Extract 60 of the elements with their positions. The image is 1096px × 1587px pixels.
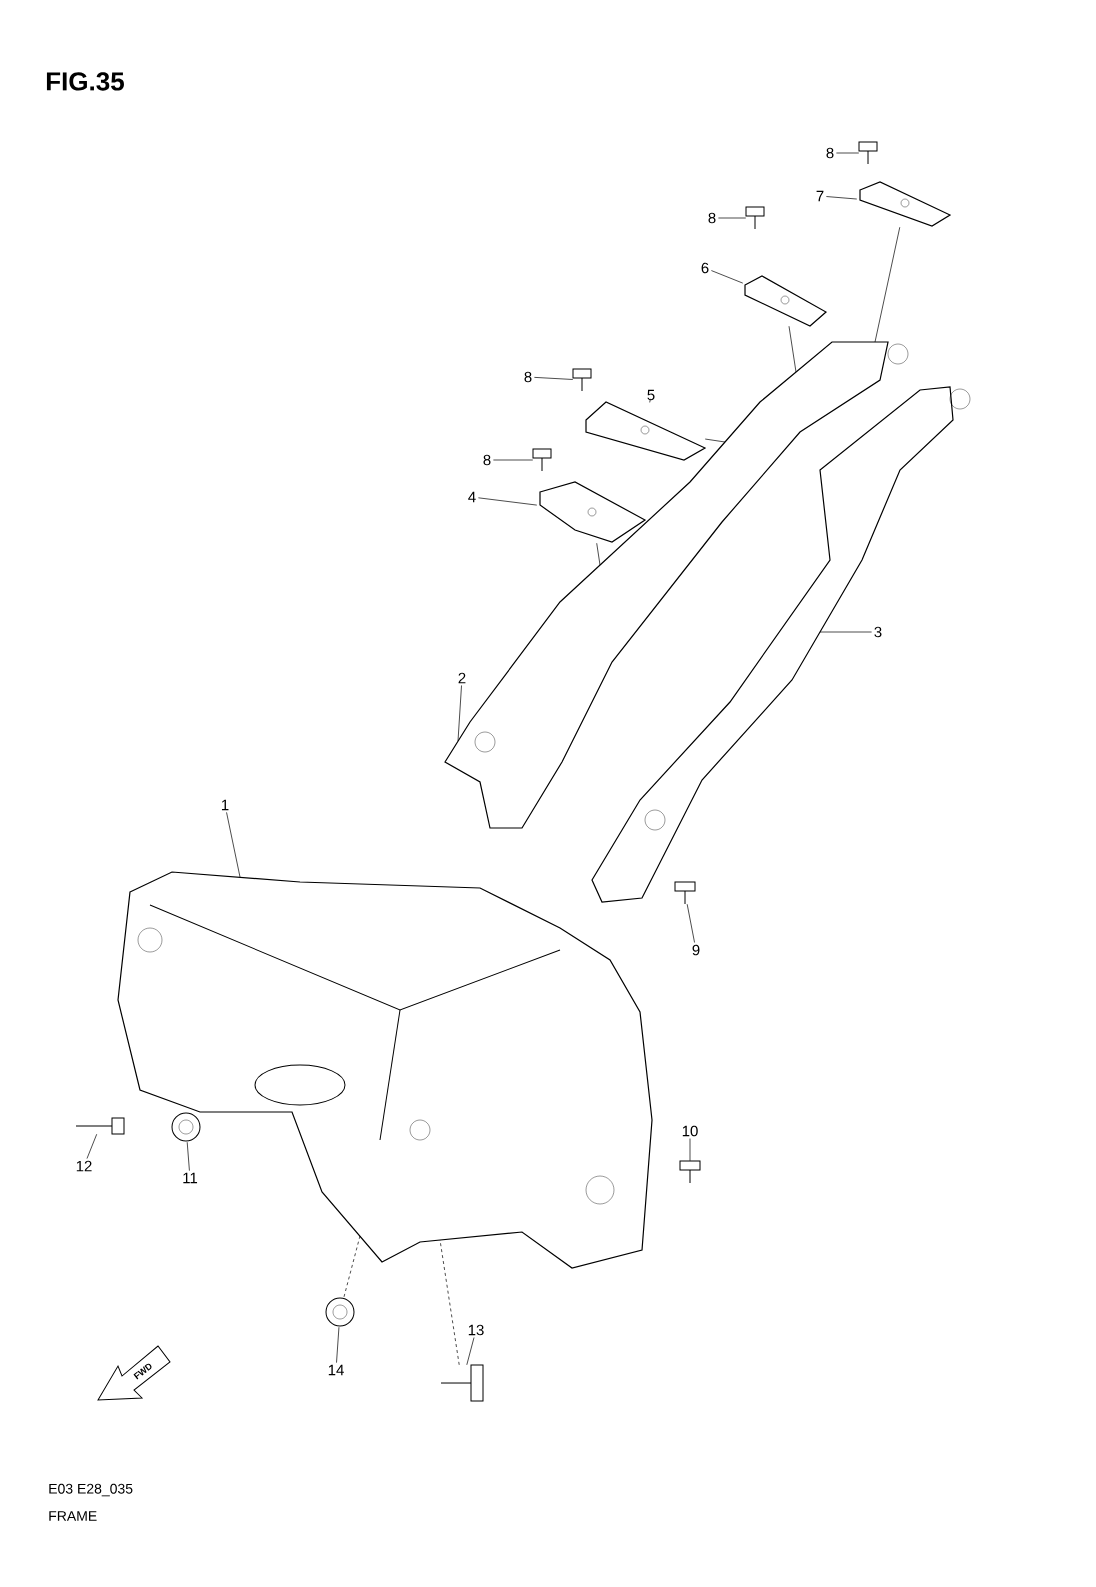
bolt-drawing (75, 1117, 125, 1135)
assembly-line (704, 438, 726, 443)
assembly-line (439, 1239, 460, 1366)
leader-line (478, 497, 538, 506)
assembly-line (788, 325, 797, 373)
callout-number: 10 (682, 1125, 698, 1137)
bolt-drawing (532, 448, 552, 472)
callout-number: 11 (183, 1172, 198, 1184)
leader-line (826, 196, 858, 200)
callout-number: 14 (328, 1364, 344, 1376)
callout-number: 8 (524, 371, 532, 383)
leader-line (226, 812, 241, 878)
callout-number: 13 (468, 1324, 484, 1336)
leader-line (86, 1133, 98, 1159)
leader-line (711, 270, 744, 284)
washer-drawing (325, 1297, 355, 1327)
drawing-name: FRAME (49, 1511, 97, 1521)
leader-line (819, 631, 872, 633)
bolt-drawing (679, 1160, 701, 1184)
bracket-plate-drawing (539, 481, 647, 543)
collar-drawing (171, 1112, 201, 1142)
callout-number: 7 (816, 190, 824, 202)
bracket-plate-drawing (744, 275, 828, 327)
bracket-plate-drawing (585, 401, 707, 461)
callout-number: 3 (874, 626, 882, 638)
assembly-line (596, 542, 601, 566)
bolt-drawing (440, 1364, 484, 1402)
leader-line (466, 1337, 475, 1366)
leader-line (689, 1138, 691, 1162)
callout-number: 1 (222, 799, 229, 811)
figure-title: FIG.35 (46, 72, 124, 91)
frame-drawing (444, 341, 909, 829)
callout-number: 9 (692, 944, 700, 956)
assembly-line (874, 226, 901, 343)
callout-number: 8 (708, 212, 716, 224)
callout-number: 4 (468, 491, 476, 503)
callout-number: 12 (76, 1160, 92, 1172)
bolt-drawing (858, 141, 878, 165)
leader-line (686, 903, 695, 943)
callout-number: 8 (483, 454, 491, 466)
frame-drawing (117, 871, 653, 1269)
assembly-line (343, 1235, 361, 1298)
bolt-drawing (745, 206, 765, 230)
leader-line (649, 398, 651, 403)
leader-line (457, 685, 462, 742)
callout-number: 8 (826, 147, 834, 159)
drawing-code: E03 E28_035 (49, 1483, 133, 1497)
leader-line (836, 152, 860, 154)
bracket-plate-drawing (859, 181, 952, 227)
frame-drawing (591, 386, 971, 903)
callout-number: 6 (701, 262, 709, 274)
leader-line (534, 377, 574, 380)
callout-number: 5 (647, 389, 655, 401)
leader-line (336, 1326, 340, 1363)
leader-line (493, 459, 534, 461)
bolt-drawing (674, 881, 696, 905)
callout-number: 2 (458, 672, 466, 684)
bolt-drawing (572, 368, 592, 392)
leader-line (718, 217, 747, 219)
leader-line (186, 1141, 190, 1171)
